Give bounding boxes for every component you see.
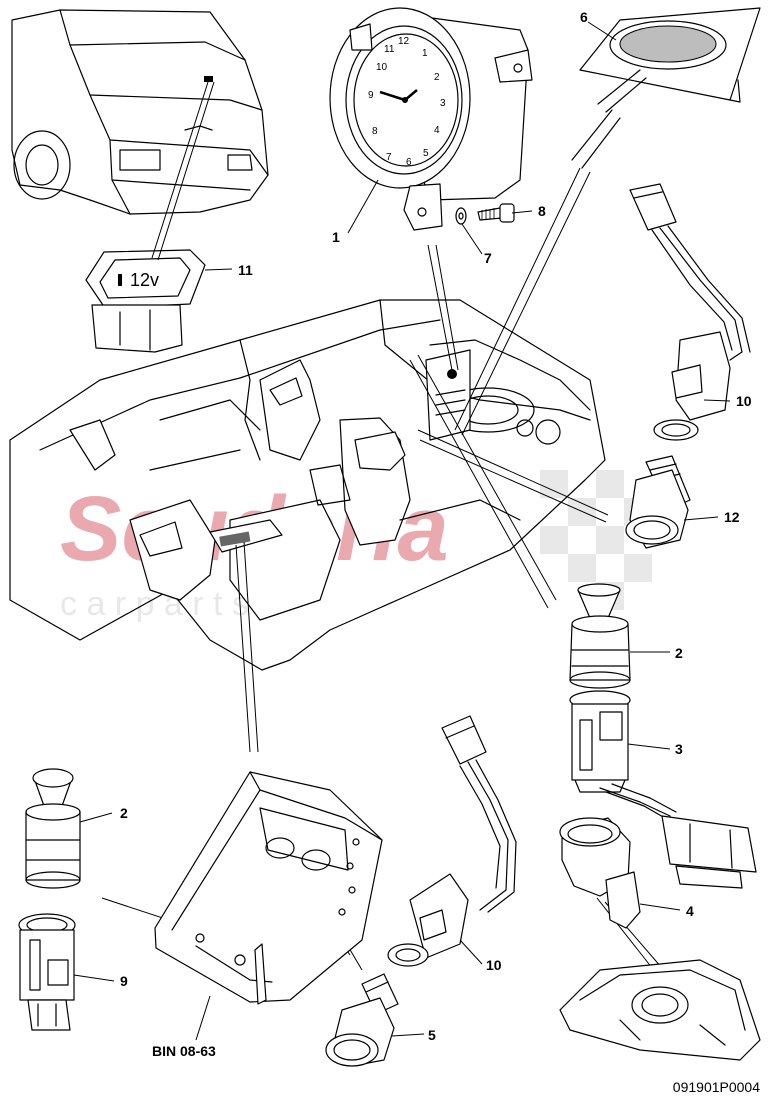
svg-text:7: 7 (386, 152, 392, 163)
callout-leaders (73, 21, 731, 1041)
svg-text:5: 5 (423, 148, 429, 159)
interior-socket-marker (219, 531, 251, 547)
rear-socket-marker (204, 76, 213, 82)
callout-10-upper: 10 (736, 393, 752, 409)
part-10-socket-harness-lower (387, 715, 517, 967)
callout-1: 1 (332, 229, 340, 245)
part-6-lamp (571, 7, 761, 169)
svg-text:6: 6 (406, 157, 412, 168)
svg-text:10: 10 (376, 62, 388, 73)
svg-text:11: 11 (384, 44, 395, 55)
callout-2-right: 2 (675, 645, 683, 661)
callout-2-left: 2 (120, 805, 128, 821)
callout-6: 6 (580, 9, 588, 25)
car-rear-view (11, 9, 269, 215)
callout-9: 9 (120, 973, 128, 989)
callout-10-lower: 10 (486, 957, 502, 973)
part-3-socket-body (569, 690, 757, 889)
callout-11: 11 (238, 262, 253, 278)
svg-text:2: 2 (434, 72, 440, 83)
clock-face-numerals: 12 1 2 3 4 5 6 7 8 9 10 11 (368, 36, 446, 168)
part-4-cover (559, 817, 641, 929)
part-12-socket-housing (625, 455, 691, 549)
callout-numbers: 1 2 2 3 4 5 6 7 8 9 10 10 11 12 BIN 08-6… (120, 9, 752, 1059)
svg-text:3: 3 (440, 98, 446, 109)
callout-7: 7 (484, 250, 492, 266)
svg-text:9: 9 (368, 90, 374, 101)
part-11-socket-cover: 12v (85, 249, 206, 353)
part-1-clock: 12 1 2 3 4 5 6 7 8 9 10 11 (329, 7, 533, 231)
part-2-lighter-left (25, 768, 81, 889)
parts-7-8-fixings (455, 203, 515, 225)
callout-4: 4 (686, 903, 694, 919)
storage-box (154, 771, 383, 1005)
svg-text:4: 4 (434, 125, 440, 136)
callout-3: 3 (675, 741, 683, 757)
part-5-small-socket (325, 973, 399, 1067)
vehicle-interior (9, 299, 606, 671)
part-2-lighter-right (569, 583, 631, 689)
callout-12: 12 (724, 509, 740, 525)
part-9-socket-body (18, 913, 76, 1031)
svg-text:12: 12 (398, 36, 410, 47)
socket-label-12v: 12v (130, 270, 159, 290)
svg-text:8: 8 (372, 126, 378, 137)
svg-text:1: 1 (422, 48, 428, 59)
trim-panel (559, 959, 761, 1061)
callout-8: 8 (538, 203, 546, 219)
drawing-number: 091901P0004 (673, 1079, 760, 1095)
bin-reference: BIN 08-63 (152, 1043, 216, 1059)
callout-5: 5 (428, 1027, 436, 1043)
part-10-socket-harness-upper (629, 183, 751, 441)
